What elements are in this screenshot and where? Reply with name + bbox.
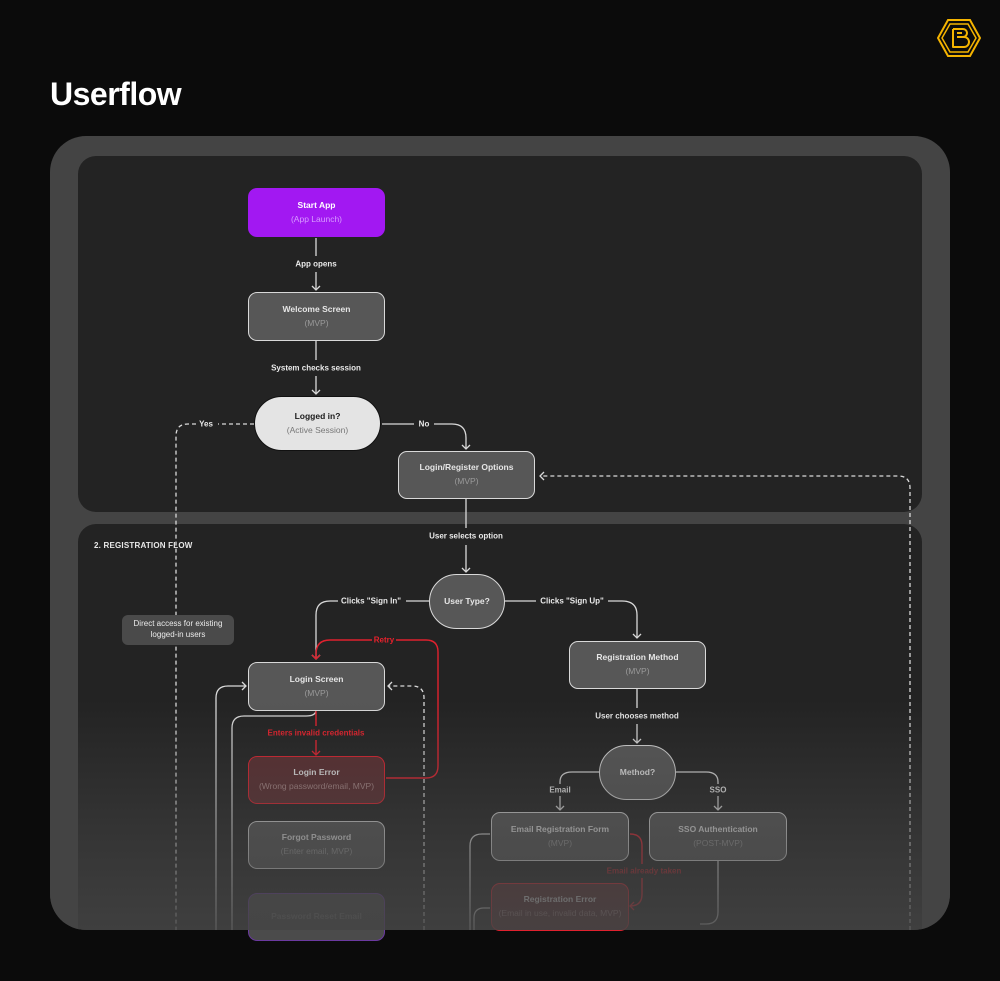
node-subtitle: (MVP)	[625, 666, 650, 676]
node-title: Email Registration Form	[510, 823, 610, 834]
edge-label-user-selects: User selects option	[429, 531, 503, 541]
node-title: Logged in?	[294, 410, 341, 421]
node-subtitle: (MVP)	[304, 317, 329, 328]
page-title: Userflow	[50, 76, 182, 112]
node-title: Registration Method	[596, 652, 679, 663]
node-title: Login Screen	[289, 673, 344, 684]
node-login-error[interactable]: Login Error (Wrong password/email, MVP)	[248, 756, 385, 804]
hexagon-b-logo-icon	[937, 19, 981, 57]
node-sso-authentication[interactable]: SSO Authentication (POST-MVP)	[649, 812, 787, 861]
node-password-reset-email[interactable]: Password Reset Email	[248, 893, 385, 941]
edge-label-email: Email	[549, 785, 571, 795]
node-subtitle: (MVP)	[547, 837, 573, 848]
node-email-registration-form[interactable]: Email Registration Form (MVP)	[491, 812, 629, 861]
node-title: Login Error	[293, 767, 340, 778]
node-title: Method?	[619, 766, 656, 777]
node-subtitle: (MVP)	[304, 687, 329, 698]
node-title: Registration Error	[523, 894, 597, 905]
edge-label-retry: Retry	[373, 635, 395, 645]
node-title: Forgot Password	[281, 832, 352, 843]
edge-label-invalid-credentials: Enters invalid credentials	[267, 728, 365, 738]
node-subtitle: (Enter email, MVP)	[280, 846, 353, 856]
node-title: Start App	[297, 199, 336, 210]
edge-label-user-chooses: User chooses method	[595, 711, 679, 721]
edge-label-no: No	[418, 419, 430, 429]
node-registration-method[interactable]: Registration Method (MVP)	[569, 641, 706, 689]
node-subtitle: (MVP)	[454, 476, 479, 486]
edge-label-sso: SSO	[709, 785, 727, 795]
node-login-screen[interactable]: Login Screen (MVP)	[248, 662, 385, 711]
node-registration-error[interactable]: Registration Error (Email in use, invali…	[491, 883, 629, 931]
edge-label-email-taken: Email already taken	[606, 866, 682, 876]
node-subtitle: (Email in use, invalid data, MVP)	[498, 908, 622, 918]
node-title: User Type?	[444, 595, 490, 606]
node-forgot-password[interactable]: Forgot Password (Enter email, MVP)	[248, 821, 385, 869]
note-direct-access: Direct access for existing logged-in use…	[122, 615, 234, 645]
node-welcome-screen[interactable]: Welcome Screen (MVP)	[248, 292, 385, 341]
node-subtitle: (POST-MVP)	[693, 837, 743, 848]
edge-label-app-opens: App opens	[295, 259, 337, 269]
edge-label-sign-in: Clicks "Sign In"	[340, 596, 402, 606]
node-title: Welcome Screen	[282, 303, 351, 314]
node-login-register-options[interactable]: Login/Register Options (MVP)	[398, 451, 535, 499]
node-title: Password Reset Email	[271, 911, 362, 922]
node-subtitle: (Active Session)	[286, 424, 349, 435]
node-title: Login/Register Options	[419, 462, 514, 473]
section-label-registration: 2. REGISTRATION FLOW	[94, 541, 193, 550]
decision-method[interactable]: Method?	[599, 745, 676, 800]
edge-label-system-checks: System checks session	[271, 363, 361, 373]
node-subtitle: (Wrong password/email, MVP)	[258, 781, 375, 791]
node-subtitle: (App Launch)	[290, 213, 343, 224]
edge-label-sign-up: Clicks "Sign Up"	[540, 596, 604, 606]
edge-label-yes: Yes	[199, 419, 213, 429]
decision-logged-in[interactable]: Logged in? (Active Session)	[254, 396, 381, 451]
node-title: SSO Authentication	[678, 823, 758, 834]
decision-user-type[interactable]: User Type?	[429, 574, 505, 629]
node-start-app[interactable]: Start App (App Launch)	[248, 188, 385, 237]
